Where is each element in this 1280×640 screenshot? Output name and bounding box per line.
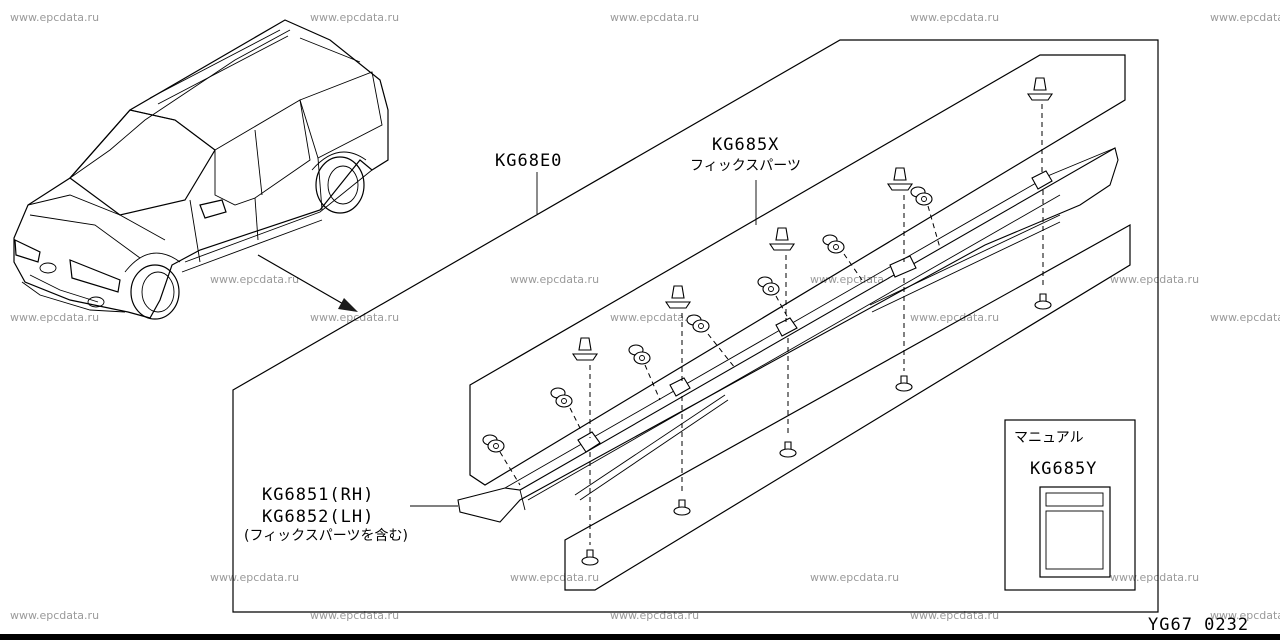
- fix-parts-lower-panel: [564, 223, 1131, 591]
- watermark: www.epcdata.ru: [310, 311, 399, 324]
- watermark: www.epcdata.ru: [1210, 311, 1280, 324]
- watermark: www.epcdata.ru: [10, 11, 99, 24]
- stud-clip-icon: [581, 549, 599, 566]
- fix-parts-upper-panel: [469, 54, 1126, 486]
- push-clip-icon: [1026, 77, 1054, 101]
- grommet-clip-icon: [482, 434, 505, 453]
- grommet-clip-icon: [550, 387, 573, 408]
- grommet-clip-icon: [628, 344, 651, 365]
- side-moulding: [457, 147, 1119, 523]
- grommet-clip-icon: [822, 234, 845, 254]
- clip-group-grommet: [482, 186, 941, 486]
- watermark: www.epcdata.ru: [1110, 571, 1199, 584]
- watermark: www.epcdata.ru: [610, 609, 699, 622]
- arrow-head-icon: [338, 298, 358, 312]
- push-clip-icon: [571, 337, 599, 361]
- grommet-clip-icon: [686, 314, 710, 333]
- label-kit-main: KG68E0: [495, 151, 562, 171]
- watermark: www.epcdata.ru: [510, 571, 599, 584]
- stud-clip-icon: [895, 375, 913, 392]
- label-moulding-rh: KG6851(RH): [262, 485, 374, 505]
- watermark: www.epcdata.ru: [310, 609, 399, 622]
- watermark: www.epcdata.ru: [610, 311, 699, 324]
- watermark: www.epcdata.ru: [1210, 11, 1280, 24]
- label-fix-parts-jp: フィックスパーツ: [690, 158, 801, 174]
- watermark: www.epcdata.ru: [810, 571, 899, 584]
- watermark: www.epcdata.ru: [310, 11, 399, 24]
- watermark: www.epcdata.ru: [10, 311, 99, 324]
- label-moulding-note: (フィックスパーツを含む): [244, 528, 408, 544]
- watermark: www.epcdata.ru: [210, 273, 299, 286]
- grommet-clip-icon: [757, 276, 780, 296]
- kit-outline: [232, 39, 1159, 613]
- watermark: www.epcdata.ru: [910, 609, 999, 622]
- grommet-clip-icon: [910, 186, 933, 206]
- footer-code: YG67 0232: [1148, 615, 1249, 635]
- stud-clip-icon: [1034, 293, 1052, 310]
- watermark: www.epcdata.ru: [1210, 609, 1280, 622]
- watermark: www.epcdata.ru: [910, 11, 999, 24]
- watermark-layer: www.epcdata.ru www.epcdata.ru www.epcdat…: [10, 11, 1280, 622]
- clip-group-lower: [581, 190, 1052, 566]
- watermark: www.epcdata.ru: [1110, 273, 1199, 286]
- label-manual-part: KG685Y: [1030, 459, 1097, 479]
- clip-group-upper: [571, 77, 1054, 438]
- watermark: www.epcdata.ru: [910, 311, 999, 324]
- label-fix-parts: KG685X: [712, 135, 779, 155]
- footer-bar: [0, 634, 1280, 640]
- stud-clip-icon: [673, 499, 691, 516]
- watermark: www.epcdata.ru: [610, 11, 699, 24]
- watermark: www.epcdata.ru: [10, 609, 99, 622]
- vehicle-illustration: [13, 19, 389, 320]
- manual-box: [1004, 419, 1136, 591]
- watermark: www.epcdata.ru: [210, 571, 299, 584]
- watermark: www.epcdata.ru: [510, 273, 599, 286]
- push-clip-icon: [886, 167, 914, 191]
- label-moulding-lh: KG6852(LH): [262, 507, 374, 527]
- label-manual-title: マニュアル: [1014, 430, 1084, 446]
- stud-clip-icon: [779, 441, 797, 458]
- push-clip-icon: [768, 227, 796, 251]
- push-clip-icon: [664, 285, 692, 309]
